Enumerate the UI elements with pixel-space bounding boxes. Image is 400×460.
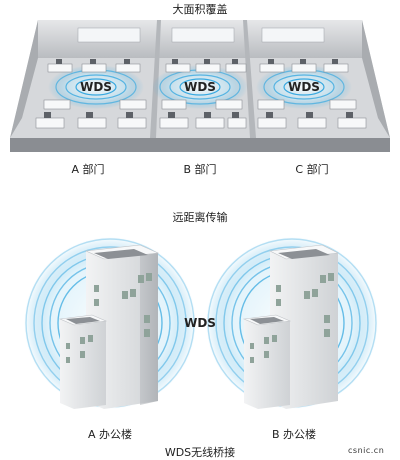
windows — [77, 27, 325, 43]
department-a-label: A 部门 — [71, 163, 105, 176]
floor-slab — [10, 138, 390, 152]
bottom-title: 远距离传输 — [172, 211, 228, 224]
signal-zone-b — [152, 65, 248, 109]
bottom-caption: WDS无线桥接 — [164, 446, 236, 459]
building-a-label: A 办公楼 — [87, 428, 133, 441]
divider-2 — [243, 20, 256, 138]
building-a-annex — [58, 314, 108, 409]
department-b-label: B 部门 — [183, 163, 217, 176]
right-wall — [362, 20, 390, 138]
wds-label-a: WDS — [80, 80, 112, 94]
top-title: 大面积覆盖 — [172, 3, 228, 16]
wds-label-b: WDS — [184, 80, 216, 94]
wds-bridge-label: WDS — [184, 316, 216, 330]
office-floor-diagram — [10, 20, 390, 152]
left-wall — [10, 20, 38, 138]
building-b-label: B 办公楼 — [271, 428, 317, 441]
bridge-diagram — [24, 237, 378, 409]
watermark: csnic.cn — [348, 446, 385, 455]
signal-zone-a — [48, 65, 144, 109]
wds-label-c: WDS — [288, 80, 320, 94]
building-b-annex — [242, 314, 292, 409]
department-c-label: C 部门 — [295, 163, 329, 176]
monitors — [44, 59, 353, 118]
